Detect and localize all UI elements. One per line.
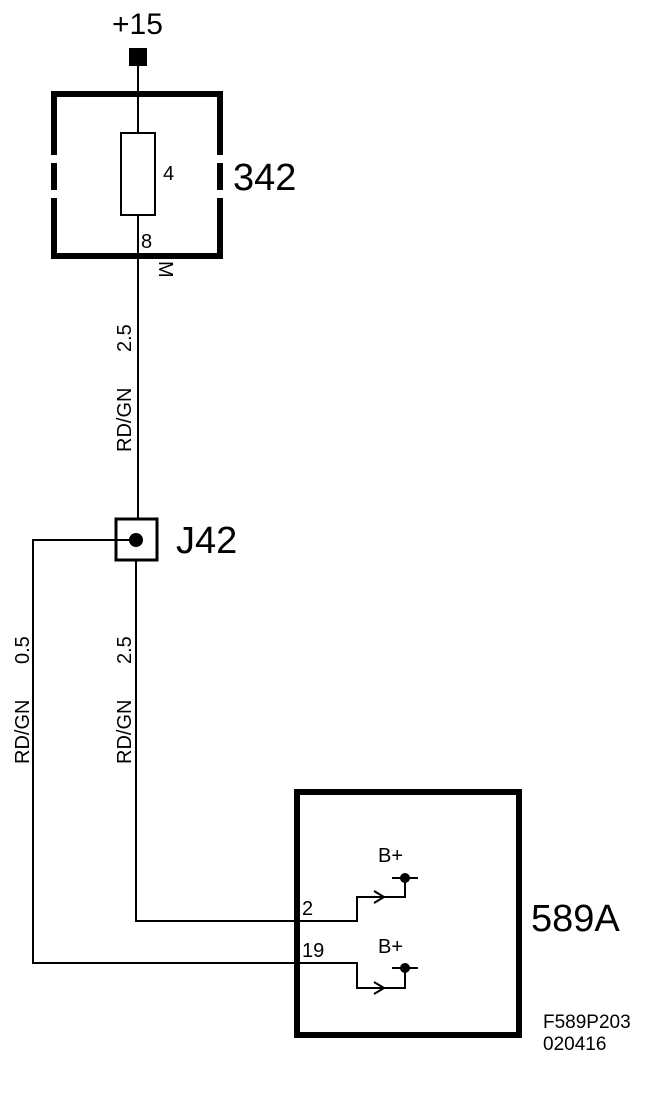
footer-date: 020416 [543,1034,606,1055]
wire-mid [135,560,300,922]
wire-top-color: RD/GN [114,388,136,452]
pin-2-supply-dot [400,873,410,883]
ground-marker-label: M [154,261,176,278]
out-pin-label: 8 [141,231,152,253]
pin-2-supply-lead [384,878,406,898]
component-342-label: 342 [233,157,296,199]
component-589A-label: 589A [531,898,620,940]
supply-a-label: B+ [378,845,403,867]
component-589A-box [294,789,522,1038]
pin-2-label: 2 [302,898,313,920]
junction-label: J42 [176,520,237,562]
wire-mid-size: 2.5 [114,636,136,664]
wire-left-size: 0.5 [12,636,34,664]
footer-code: F589P203 [543,1012,631,1033]
wire-left-color: RD/GN [12,700,34,764]
wire-left [32,539,300,964]
supply-label: +15 [112,8,163,41]
wire-top-size: 2.5 [114,324,136,352]
fuse-pin-label: 4 [163,163,174,185]
supply-terminal [129,48,147,66]
wire-mid-color: RD/GN [114,700,136,764]
supply-b-label: B+ [378,936,403,958]
fuse-symbol [120,132,156,216]
pin-19-supply-dot [400,963,410,973]
pin-19-label: 19 [302,940,324,962]
pin-19-supply-lead [384,968,406,989]
pin-19-contact [300,962,384,989]
pin-2-contact [300,896,384,922]
